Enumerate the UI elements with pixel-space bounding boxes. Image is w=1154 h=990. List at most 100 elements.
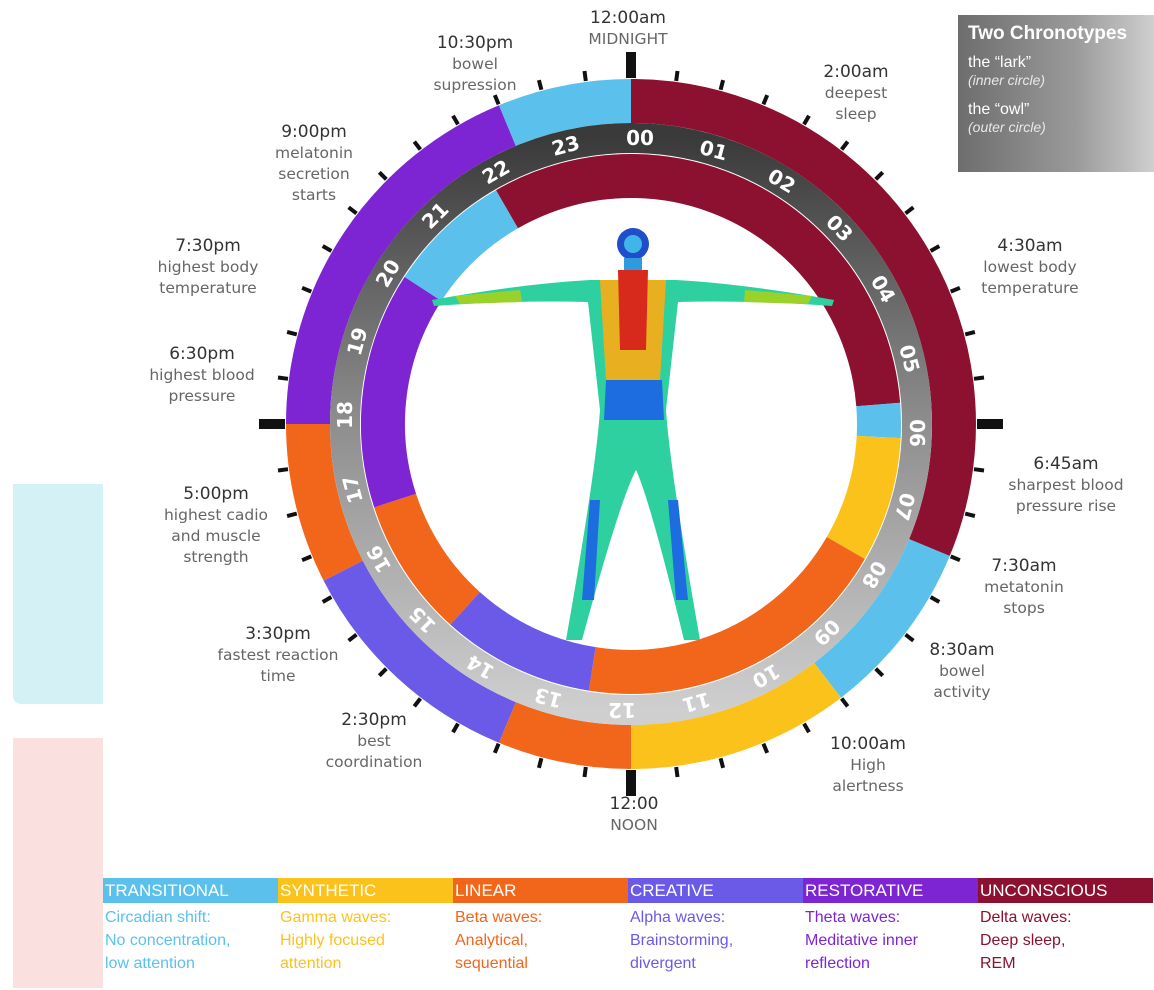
hour-tick bbox=[674, 766, 680, 778]
outer-segment-creative bbox=[323, 560, 517, 743]
legend-line: Beta waves: bbox=[455, 909, 543, 926]
event-description: highest cadio bbox=[163, 506, 269, 524]
hour-tick bbox=[277, 467, 289, 473]
hour-tick bbox=[321, 244, 333, 253]
event-description: best bbox=[357, 732, 391, 750]
event-time: 3:30pm bbox=[245, 624, 311, 644]
event-description: activity bbox=[933, 683, 991, 701]
legend-description: Delta waves:Deep sleep,REM bbox=[978, 906, 1153, 975]
event-description: bowel bbox=[939, 662, 985, 680]
chronotypes-heading: Two Chronotypes bbox=[968, 23, 1128, 44]
body-thermal-image bbox=[432, 228, 834, 640]
legend-line: Circadian shift: bbox=[105, 909, 211, 926]
hour-number: 12 bbox=[608, 698, 636, 722]
hour-tick bbox=[949, 554, 961, 563]
event-description: MIDNIGHT bbox=[588, 30, 668, 48]
legend-line: Delta waves: bbox=[980, 909, 1072, 926]
legend-line: attention bbox=[280, 955, 342, 972]
event-time: 4:30am bbox=[997, 236, 1063, 256]
hour-tick bbox=[286, 511, 298, 519]
legend-title: LINEAR bbox=[453, 878, 628, 903]
legend-line: REM bbox=[980, 955, 1016, 972]
event-description: temperature bbox=[159, 279, 257, 297]
inner-segment-synthetic bbox=[826, 435, 901, 559]
outer-segment-unconscious bbox=[630, 79, 976, 556]
event-description: sharpest blood bbox=[1008, 476, 1124, 494]
event-time: 2:00am bbox=[823, 62, 889, 82]
event-description: stops bbox=[1003, 599, 1045, 617]
event-description: bowel bbox=[452, 55, 498, 73]
legend-item-unconscious: UNCONSCIOUS Delta waves:Deep sleep,REM bbox=[978, 878, 1153, 975]
hour-tick bbox=[347, 205, 358, 215]
hour-tick bbox=[286, 329, 298, 337]
legend-line: Gamma waves: bbox=[280, 909, 392, 926]
inner-segment-unconscious bbox=[496, 154, 632, 229]
legend-title: UNCONSCIOUS bbox=[978, 878, 1153, 903]
legend-line: Theta waves: bbox=[805, 909, 901, 926]
event-description: High bbox=[850, 756, 886, 774]
outer-ring-owl bbox=[286, 79, 976, 769]
outer-segment-synthetic bbox=[630, 662, 841, 769]
lark-label: the “lark” bbox=[968, 54, 1032, 71]
legend-title: RESTORATIVE bbox=[803, 878, 978, 903]
event-description: starts bbox=[291, 186, 337, 204]
event-description: highest body bbox=[157, 258, 259, 276]
hour-tick bbox=[377, 170, 388, 181]
inner-segment-linear bbox=[588, 536, 865, 694]
event-description: alertness bbox=[832, 777, 904, 795]
legend-description: Theta waves: Meditative inner reflection bbox=[803, 906, 978, 975]
event-time: 12:00 bbox=[609, 794, 659, 814]
hour-tick bbox=[874, 667, 885, 678]
hour-tick bbox=[874, 170, 885, 181]
hour-tick bbox=[492, 94, 501, 106]
legend-line: reflection bbox=[805, 955, 870, 972]
hour-tick bbox=[904, 205, 915, 215]
legend-description: Circadian shift:No concentration,low att… bbox=[103, 906, 278, 975]
hour-number: 06 bbox=[905, 419, 929, 447]
event-description: highest blood bbox=[149, 366, 255, 384]
event-time: 7:30pm bbox=[175, 236, 241, 256]
legend-line: Meditative inner bbox=[805, 932, 918, 949]
hour-tick bbox=[277, 375, 289, 381]
hour-tick bbox=[761, 742, 770, 754]
legend-description: Beta waves:Analytical,sequential bbox=[453, 906, 628, 975]
event-description: time bbox=[260, 667, 296, 685]
hour-tick bbox=[674, 70, 680, 82]
inner-ring-lark bbox=[360, 154, 901, 694]
hour-number: 18 bbox=[333, 401, 357, 429]
event-time: 10:30pm bbox=[436, 33, 514, 53]
legend-line: Alpha waves: bbox=[630, 909, 726, 926]
legend-line: No concentration, bbox=[105, 932, 231, 949]
event-description: melatonin bbox=[275, 144, 353, 162]
hour-number-band bbox=[330, 123, 932, 725]
event-description: strength bbox=[183, 548, 249, 566]
outer-segment-linear bbox=[498, 701, 632, 769]
event-description: NOON bbox=[610, 816, 658, 834]
owl-label: the “owl” bbox=[968, 101, 1030, 118]
legend-title: CREATIVE bbox=[628, 878, 803, 903]
event-label: 7:30pm highest body temperature bbox=[118, 236, 298, 299]
legend-description: Alpha waves:Brainstorming,divergent bbox=[628, 906, 803, 975]
hour-tick bbox=[321, 595, 333, 604]
inner-segment-linear bbox=[374, 493, 481, 625]
event-description: secretion bbox=[278, 165, 350, 183]
hour-tick bbox=[761, 94, 770, 106]
hour-tick bbox=[840, 697, 850, 708]
event-time: 12:00am bbox=[590, 8, 666, 28]
outer-segment-transitional bbox=[498, 79, 632, 147]
event-time: 9:00pm bbox=[281, 122, 347, 142]
event-time: 8:30am bbox=[929, 640, 995, 660]
event-description: deepest bbox=[824, 84, 888, 102]
inner-segment-creative bbox=[450, 591, 597, 691]
hour-tick bbox=[973, 375, 985, 381]
event-label: 8:30am bowel activity bbox=[872, 640, 1052, 703]
